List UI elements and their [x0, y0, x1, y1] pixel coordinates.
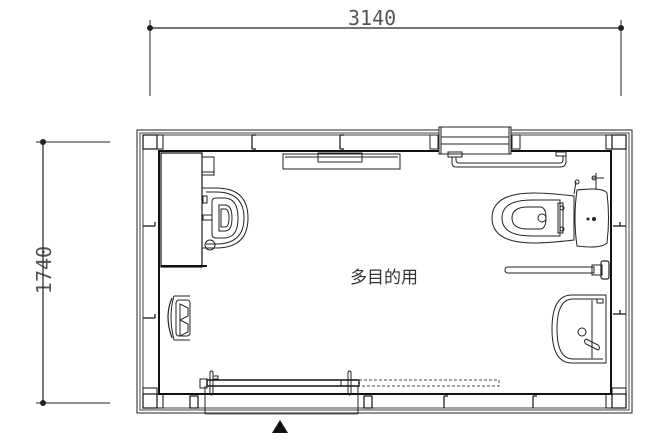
entrance-arrow-icon	[272, 420, 288, 433]
height-dimension	[36, 139, 110, 406]
width-dimension	[147, 20, 624, 96]
grab-bar-top	[447, 151, 567, 168]
baby-chair	[167, 295, 191, 341]
wash-basin	[551, 294, 607, 364]
width-dimension-label: 3140	[348, 6, 397, 30]
toilet-right	[491, 173, 609, 248]
room-label: 多目的用	[350, 268, 418, 288]
top-window	[429, 126, 521, 155]
counter-shelf	[160, 152, 215, 268]
top-shelf	[282, 152, 401, 170]
toilet-left	[201, 187, 249, 251]
sliding-door	[199, 370, 500, 415]
wall-studs	[143, 134, 626, 409]
outer-wall	[136, 129, 633, 414]
grab-bar-right	[504, 260, 610, 280]
corner-posts	[142, 134, 627, 409]
